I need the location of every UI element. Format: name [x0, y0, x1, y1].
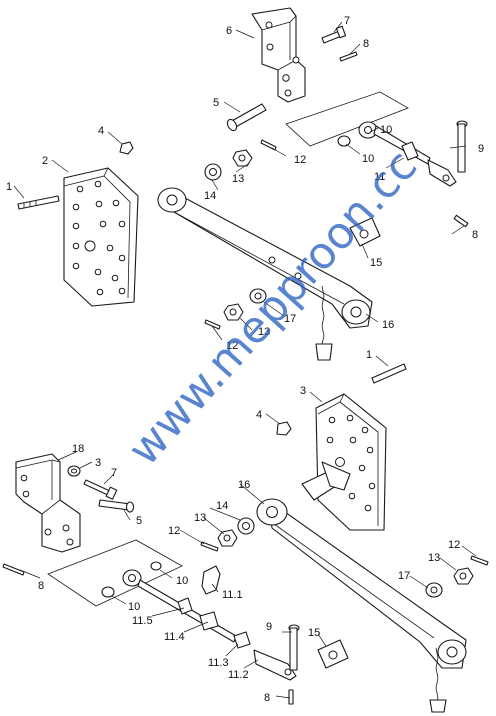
- callout-13: 13: [428, 552, 440, 564]
- callout-5: 5: [136, 515, 142, 527]
- bolt-bottom: [83, 479, 118, 500]
- callout-13: 13: [258, 326, 270, 338]
- callout-7: 7: [111, 467, 117, 479]
- callout-15: 15: [370, 257, 382, 269]
- callout-13: 13: [194, 512, 206, 524]
- side-plate-top: [63, 167, 139, 307]
- callout-8: 8: [264, 692, 270, 704]
- callout-8: 8: [38, 580, 44, 592]
- callout-14: 14: [216, 500, 228, 512]
- callout-12: 12: [448, 539, 460, 551]
- callout-17: 17: [284, 313, 296, 325]
- callout-11-2: 11.2: [228, 669, 249, 681]
- callout-11: 11: [374, 171, 385, 183]
- callout-8: 8: [472, 229, 478, 241]
- upper-bracket: [251, 7, 306, 103]
- bolt-top: [321, 25, 347, 44]
- stabilizer-bottom: [101, 561, 297, 681]
- callout-1: 1: [6, 181, 12, 193]
- lower-bracket: [15, 453, 81, 553]
- split-pin-bottom-a: [2, 563, 25, 576]
- callout-10: 10: [128, 601, 140, 613]
- callout-17: 17: [398, 570, 410, 582]
- callout-11-1: 11.1: [222, 589, 243, 601]
- nut-bottom-c: [453, 567, 474, 585]
- callout-5: 5: [213, 97, 219, 109]
- callout-9: 9: [266, 621, 272, 633]
- stud-bolt-bottom: [371, 363, 407, 384]
- callout-8: 8: [363, 38, 369, 50]
- callout-11-3: 11.3: [208, 657, 229, 669]
- split-pin-bottom-b: [288, 689, 294, 705]
- callout-6: 6: [226, 25, 232, 37]
- pivot-pin-bottom: [98, 499, 135, 513]
- leader-lines: [13, 21, 477, 699]
- callout-2: 2: [42, 155, 48, 167]
- stabilizer-top: [337, 121, 457, 187]
- quick-coupler: [301, 461, 351, 501]
- pin-bottom-a: [200, 541, 219, 552]
- callout-4: 4: [98, 125, 104, 137]
- callout-16: 16: [238, 479, 250, 491]
- washer-top-b: [249, 288, 267, 304]
- callout-labels: 6 7 8 5 4 2 1 10 10 11 9 12 13 14 8 15 1…: [6, 15, 484, 704]
- callout-7: 7: [344, 15, 350, 27]
- callout-15: 15: [308, 627, 320, 639]
- chain-top: [315, 285, 333, 361]
- nut-bottom-a: [276, 421, 292, 436]
- washer-bottom-b: [237, 517, 255, 535]
- ball-joint-bottom: [317, 639, 349, 669]
- callout-3: 3: [300, 385, 306, 397]
- split-pin-top-a: [339, 51, 358, 62]
- callout-10: 10: [362, 153, 374, 165]
- lower-link-arm-top: [157, 187, 373, 329]
- callout-11-4: 11.4: [164, 631, 185, 643]
- callout-3: 3: [95, 457, 101, 469]
- ball-joint-top: [349, 217, 381, 247]
- washer-bottom-c: [425, 582, 443, 598]
- nut-top-b: [232, 149, 253, 167]
- callout-10: 10: [380, 124, 392, 136]
- lock-pin-top: [453, 120, 469, 228]
- callout-14: 14: [204, 190, 216, 202]
- lock-pin-bottom: [288, 624, 300, 671]
- stabilizer-clip: [201, 565, 221, 595]
- side-plate-bottom: [315, 393, 387, 531]
- nut-top-a: [119, 141, 134, 155]
- callout-10: 10: [176, 575, 188, 587]
- callout-12: 12: [226, 340, 238, 352]
- washer-top-a: [204, 163, 222, 181]
- stud-bolt-top: [17, 195, 60, 210]
- callout-11-5: 11.5: [132, 615, 153, 627]
- callout-9: 9: [478, 143, 484, 155]
- nut-bottom-b: [217, 529, 238, 547]
- chain-bottom: [429, 647, 447, 713]
- pin-top-b: [260, 139, 277, 151]
- callout-12: 12: [168, 525, 180, 537]
- pivot-pin-top: [226, 103, 267, 132]
- callout-18: 18: [72, 443, 84, 455]
- washer-bottom-a: [67, 465, 81, 477]
- pin-bottom-b: [470, 555, 489, 566]
- pin-top-c: [204, 319, 221, 330]
- callout-12: 12: [294, 154, 306, 166]
- callout-13: 13: [232, 173, 244, 185]
- nut-top-c: [223, 303, 244, 321]
- callout-1: 1: [366, 349, 372, 361]
- callout-4: 4: [256, 409, 262, 421]
- callout-16: 16: [382, 319, 394, 331]
- lower-link-arm-bottom: [256, 498, 467, 669]
